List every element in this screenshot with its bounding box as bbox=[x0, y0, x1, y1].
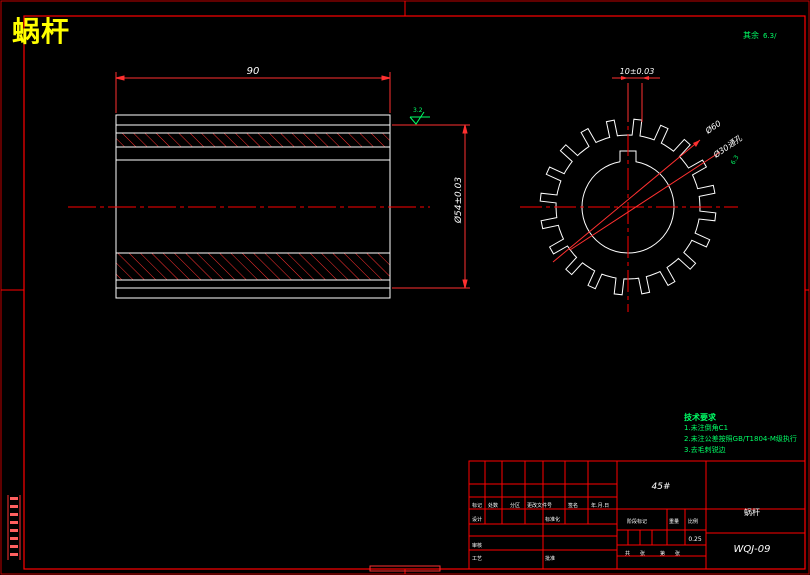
label-approve: 批准 bbox=[545, 555, 555, 562]
dim-diameter-text: Ø54±0.03 bbox=[453, 177, 464, 224]
title-block-labels: 标记 处数 分区 更改文件号 签名 年.月.日 设计 标准化 审核 工艺 批准 … bbox=[472, 502, 698, 562]
dim-small-rough: 6.3 bbox=[730, 154, 741, 166]
scale-value: 0.25 bbox=[688, 536, 702, 543]
hatch-bottom bbox=[116, 253, 390, 280]
dim-diameter-line bbox=[392, 124, 470, 289]
end-view-gear bbox=[520, 100, 738, 312]
label-count: 处数 bbox=[488, 502, 498, 509]
dim-length-line bbox=[115, 72, 391, 113]
label-std: 标准化 bbox=[545, 516, 560, 523]
label-sign: 签名 bbox=[568, 502, 578, 509]
label-mark: 标记 bbox=[472, 502, 482, 509]
material-text: 45# bbox=[652, 482, 671, 492]
label-change: 更改文件号 bbox=[527, 502, 552, 509]
tech-line-3: 3.去毛刺锐边 bbox=[684, 446, 726, 454]
dim-bore-text: Ø60 bbox=[703, 118, 723, 136]
tech-line-2: 2.未注公差按照GB/T1804-M级执行 bbox=[684, 435, 797, 443]
gear-annotations: 10±0.03 Ø60 Ø30通孔 6.3 bbox=[552, 67, 745, 263]
title-block bbox=[468, 460, 806, 570]
roughness-symbol bbox=[409, 111, 430, 125]
dim-length-text: 90 bbox=[247, 66, 260, 77]
label-weight: 重量 bbox=[669, 518, 679, 525]
sheet-total-b: 张 bbox=[640, 550, 645, 557]
label-zone: 分区 bbox=[510, 502, 520, 509]
label-date: 年.月.日 bbox=[591, 502, 609, 509]
label-design: 设计 bbox=[472, 516, 482, 523]
roughness-text: 3.2 bbox=[413, 107, 423, 114]
sheet-no-a: 第 bbox=[660, 550, 665, 557]
label-stage: 阶段标记 bbox=[627, 518, 647, 525]
label-craft: 工艺 bbox=[472, 556, 482, 562]
drawing-big-title: 蜗杆 bbox=[12, 15, 71, 48]
top-right-roughness: 6.3/ bbox=[763, 32, 777, 40]
sheet-total-a: 共 bbox=[625, 550, 630, 557]
sheet-no-b: 张 bbox=[675, 550, 680, 557]
drawing-no-text: WQJ-09 bbox=[733, 544, 770, 555]
tech-line-1: 1.未注倒角C1 bbox=[684, 424, 729, 432]
top-right-note: 其余 bbox=[743, 30, 759, 40]
hatch-top bbox=[116, 133, 390, 147]
section-view: 90 Ø54±0.03 3.2 bbox=[68, 66, 470, 299]
dim-keyway-text: 10±0.03 bbox=[620, 67, 655, 76]
left-side-strip bbox=[7, 495, 21, 560]
tech-requirements: 技术要求 1.未注倒角C1 2.未注公差按照GB/T1804-M级执行 3.去毛… bbox=[684, 412, 797, 456]
bore-with-keyway bbox=[581, 150, 675, 254]
label-scale: 比例 bbox=[688, 518, 698, 525]
tech-heading: 技术要求 bbox=[684, 413, 716, 422]
part-name-text: 蜗杆 bbox=[744, 507, 760, 517]
label-review: 审核 bbox=[472, 542, 482, 549]
dim-hole-text: Ø30通孔 bbox=[711, 132, 745, 160]
